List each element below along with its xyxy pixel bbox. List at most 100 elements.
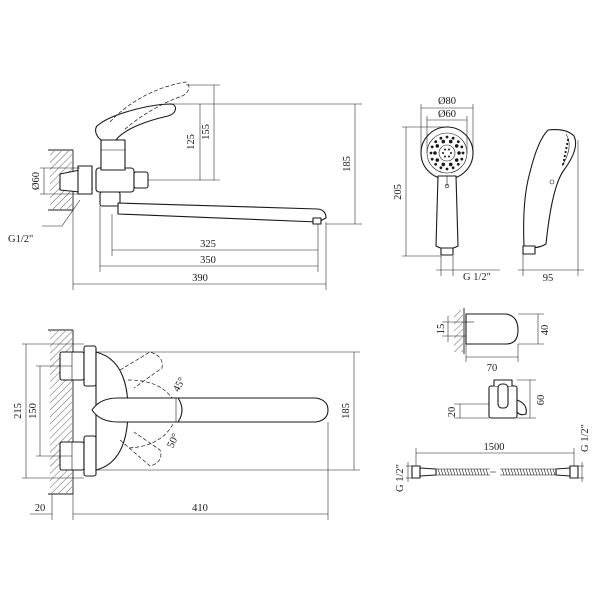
- hose-rib: [476, 468, 480, 476]
- hose-rib: [467, 468, 471, 476]
- front-view: [22, 329, 360, 520]
- front-dim-410: 410: [192, 503, 208, 514]
- hose-rib: [455, 468, 459, 476]
- handshower-side: [518, 129, 584, 276]
- nozzle-dot: [434, 162, 438, 166]
- nozzle-dot: [451, 136, 455, 140]
- nozzle-dot: [444, 155, 446, 158]
- hose-rib: [534, 468, 538, 476]
- hose-length: 1500: [484, 442, 505, 453]
- side-dim-325: 325: [200, 239, 216, 250]
- hose-rib: [507, 468, 511, 476]
- handshower-dim-60: Ø60: [438, 109, 456, 120]
- nozzle-dot: [448, 162, 453, 167]
- nozzle-dot: [429, 151, 433, 155]
- nozzle-dot: [433, 151, 437, 155]
- handshower-dim-80: Ø80: [438, 96, 456, 107]
- nozzle-dot: [451, 166, 455, 170]
- front-angle-45: 45°: [171, 376, 188, 394]
- hose-rib: [501, 468, 505, 476]
- nozzle-dot: [442, 152, 444, 154]
- hose-rib: [458, 468, 462, 476]
- hose-rib: [537, 468, 541, 476]
- hose-rib: [516, 468, 520, 476]
- hose-rib: [473, 468, 477, 476]
- side-dim-350: 350: [200, 255, 216, 266]
- nozzle-dot: [461, 151, 465, 155]
- side-dim-60: Ø60: [31, 172, 42, 190]
- side-lever: [95, 103, 177, 141]
- hose-thread-right: G 1/2": [580, 424, 591, 452]
- handshower-thread-label: G 1/2": [463, 272, 491, 283]
- nozzle-dot: [564, 150, 567, 154]
- handshower-side-nozzles: [562, 138, 570, 166]
- hose-thread-left: G 1/2": [395, 464, 406, 492]
- side-dim-185: 185: [342, 156, 353, 172]
- side-dim-155: 155: [201, 124, 212, 140]
- front-lever: [91, 397, 183, 423]
- front-dim-185: 185: [341, 403, 352, 419]
- side-spout: [117, 202, 327, 223]
- hose-rib: [482, 468, 486, 476]
- handshower-front: [402, 104, 500, 276]
- nozzle-dot: [562, 162, 565, 166]
- side-dimensions: [40, 84, 362, 290]
- nozzle-dot: [430, 145, 434, 149]
- hose-rib: [452, 468, 456, 476]
- bracket-dim-20: 20: [447, 407, 458, 418]
- wall-holder-dim-70: 70: [487, 363, 498, 374]
- nozzle-dot: [435, 144, 440, 148]
- hose-rib: [464, 468, 468, 476]
- nozzle-dot: [448, 148, 450, 151]
- hose-rib: [528, 468, 532, 476]
- hose-rib: [543, 468, 547, 476]
- hose-rib: [446, 468, 450, 476]
- nozzle-dot: [450, 152, 452, 154]
- nozzle-dot: [435, 158, 440, 162]
- side-view: 125 155 185 Ø60 G1/2" 325 350 390: [8, 81, 362, 290]
- nozzle-dot: [566, 142, 569, 146]
- front-dim-20: 20: [35, 503, 46, 514]
- side-dim-125: 125: [186, 134, 197, 150]
- hose-rib: [522, 468, 526, 476]
- nozzle-dot: [441, 162, 446, 167]
- hose-rib: [513, 468, 517, 476]
- nozzle-dot: [460, 157, 464, 161]
- nozzle-dot: [445, 167, 449, 171]
- handshower-nozzles: [429, 135, 465, 171]
- nozzle-dot: [566, 138, 570, 142]
- nozzle-dot: [441, 139, 446, 144]
- hose-rib: [449, 468, 453, 476]
- hose-rib: [519, 468, 523, 476]
- nozzle-dot: [563, 154, 566, 158]
- hose-rib: [485, 468, 489, 476]
- hose-rib: [525, 468, 529, 476]
- wall-holder: [442, 308, 544, 362]
- hose-rib: [546, 468, 550, 476]
- side-dim-390: 390: [192, 273, 208, 284]
- front-dim-215: 215: [13, 403, 24, 419]
- nozzle-dot: [439, 136, 443, 140]
- hose-rib: [504, 468, 508, 476]
- wall-holder-dim-15: 15: [436, 324, 447, 335]
- hose-rib: [437, 468, 441, 476]
- front-dim-150: 150: [28, 403, 39, 419]
- nozzle-dot: [460, 145, 464, 149]
- handshower-dim-205: 205: [393, 184, 404, 200]
- nozzle-dot: [456, 162, 460, 166]
- nozzle-dot: [454, 144, 459, 148]
- side-mixer-body: [95, 139, 149, 193]
- nozzle-dot: [565, 146, 568, 150]
- bracket-dim-60: 60: [536, 395, 547, 406]
- nozzle-dot: [454, 158, 459, 162]
- nozzle-dot: [439, 166, 443, 170]
- hose-rib: [440, 468, 444, 476]
- hose-rib: [549, 468, 553, 476]
- shower-hose: [406, 448, 584, 482]
- nozzle-dot: [457, 151, 461, 155]
- front-angle-50: 50°: [166, 432, 182, 450]
- nozzle-dot: [456, 140, 460, 144]
- shower-bracket: [454, 379, 536, 419]
- nozzle-dot: [562, 158, 566, 162]
